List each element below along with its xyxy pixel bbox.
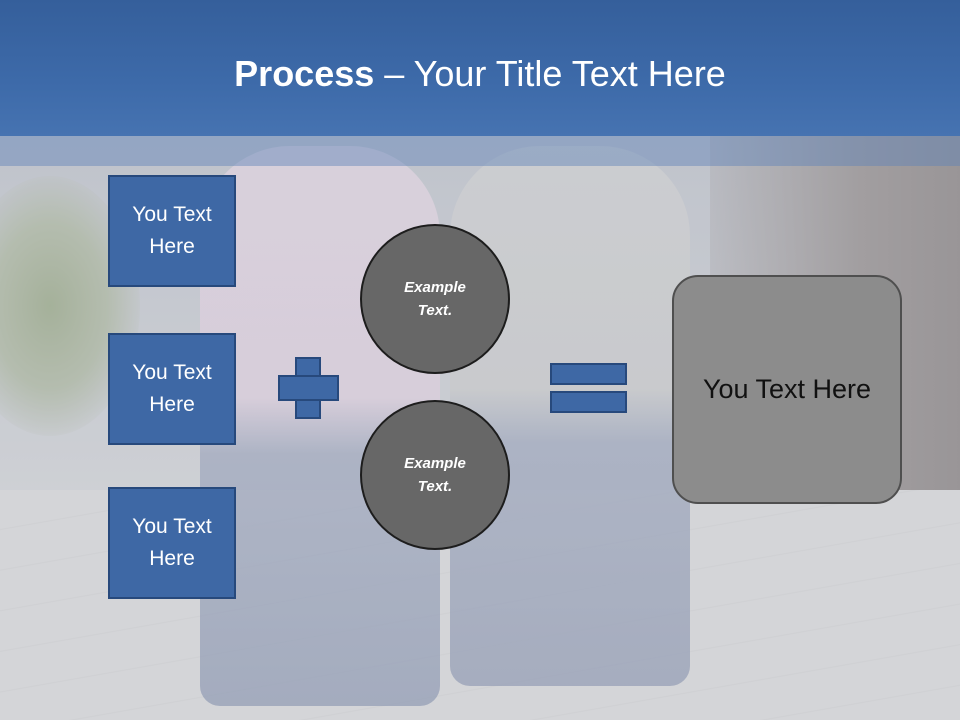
equals-icon-top-bar: [550, 363, 627, 385]
text-box-3-label: You Text Here: [132, 515, 212, 570]
text-box-1[interactable]: You Text Here: [108, 175, 236, 287]
title-banner-strip: [0, 136, 960, 166]
text-box-1-label: You Text Here: [132, 203, 212, 258]
text-box-3[interactable]: You Text Here: [108, 487, 236, 599]
slide-title[interactable]: Process – Your Title Text Here: [0, 52, 960, 96]
example-circle-2[interactable]: Example Text.: [360, 400, 510, 550]
equals-icon-bottom-bar: [550, 391, 627, 413]
text-box-2[interactable]: You Text Here: [108, 333, 236, 445]
example-circle-2-label: Example Text.: [404, 455, 466, 495]
plus-icon-center: [297, 377, 319, 399]
title-bold-part: Process: [234, 53, 375, 94]
photo-child-right: [450, 146, 690, 686]
result-box[interactable]: You Text Here: [672, 275, 902, 504]
text-box-2-label: You Text Here: [132, 361, 212, 416]
result-box-label: You Text Here: [702, 374, 872, 404]
example-circle-1-label: Example Text.: [404, 279, 466, 319]
title-banner: Process – Your Title Text Here: [0, 0, 960, 136]
title-rest-part: – Your Title Text Here: [374, 53, 726, 94]
example-circle-1[interactable]: Example Text.: [360, 224, 510, 374]
